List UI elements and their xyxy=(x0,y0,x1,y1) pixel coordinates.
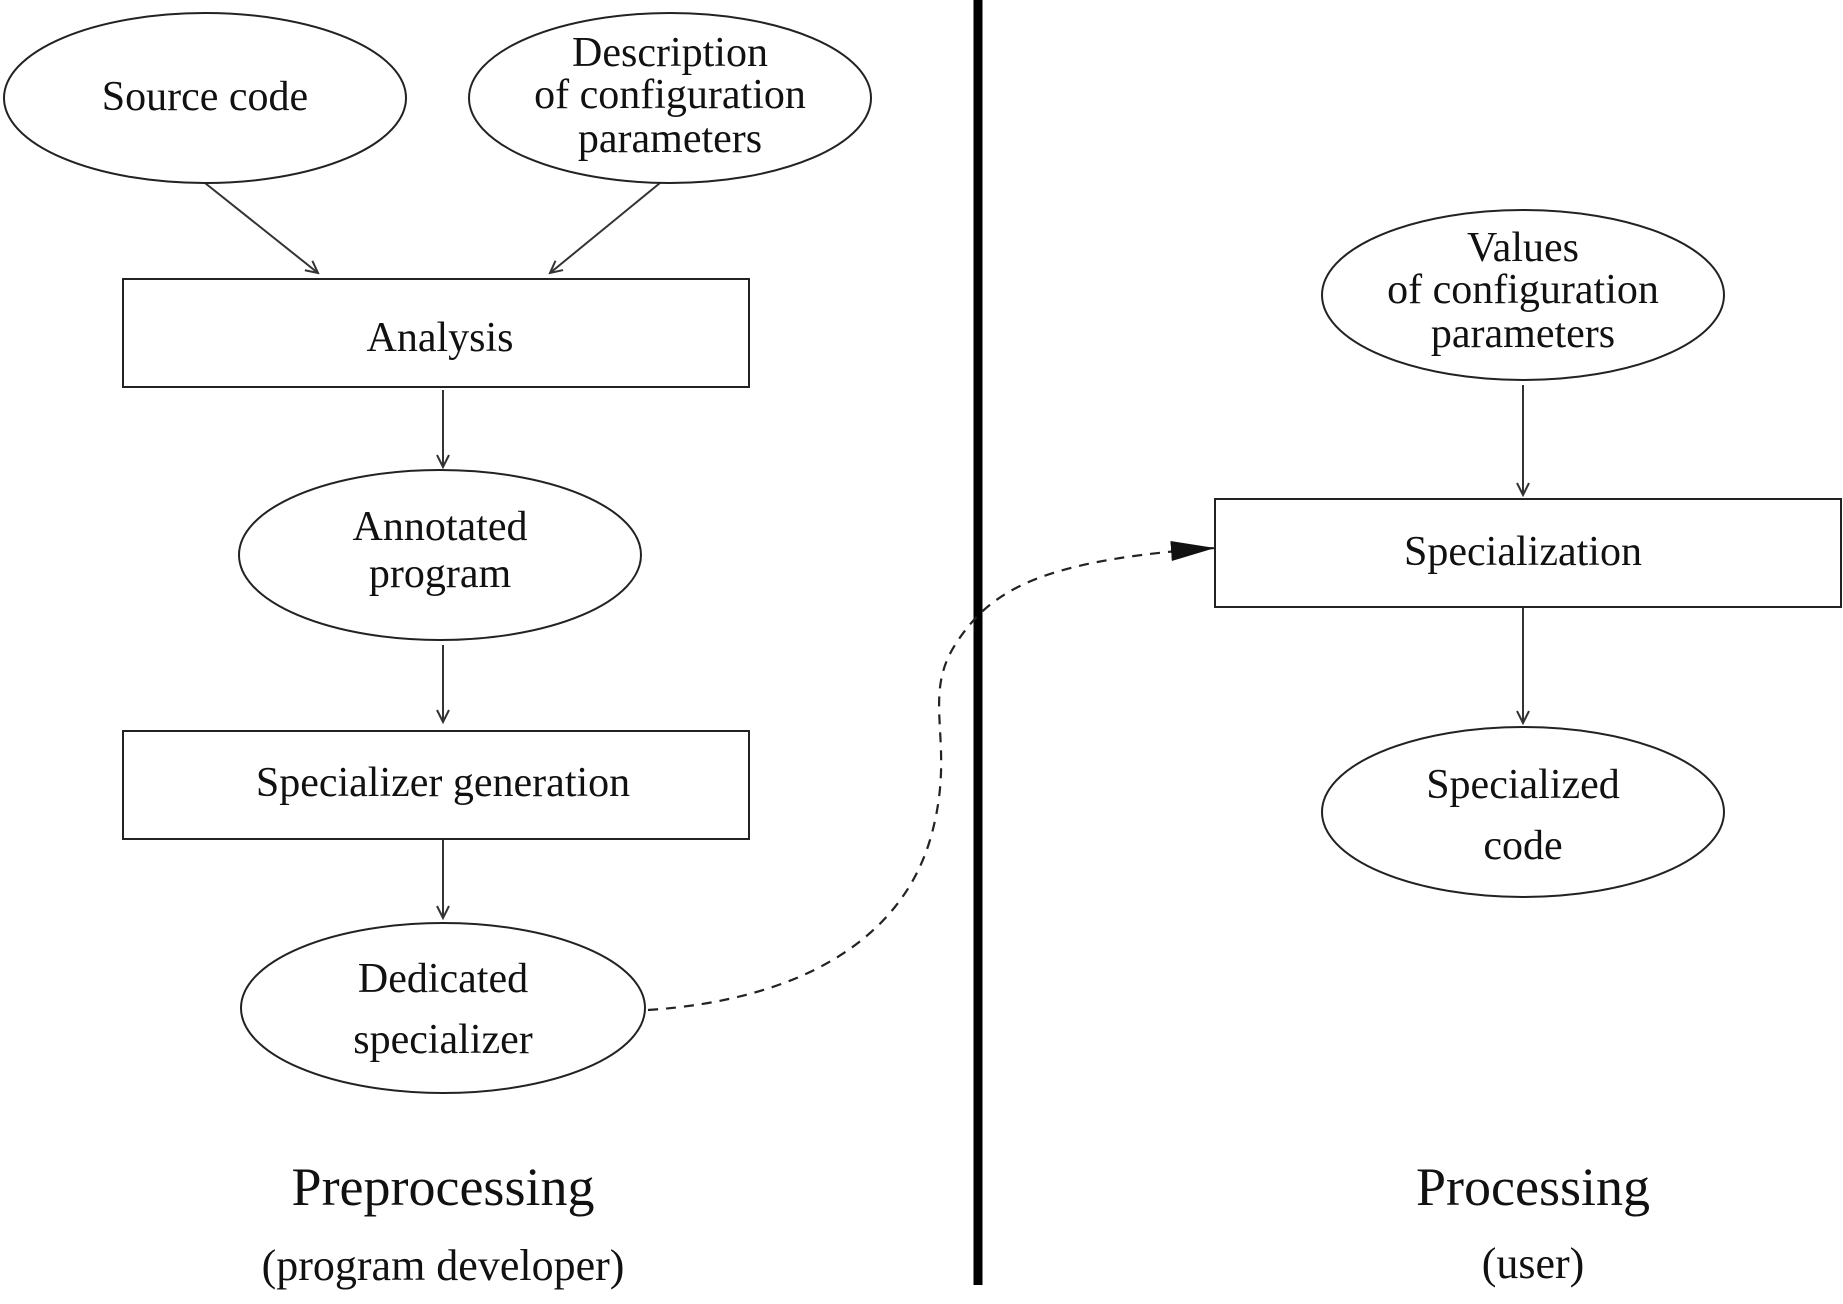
specializer-generation-label: Specializer generation xyxy=(256,760,630,806)
specialized-code-label-line-2: code xyxy=(1483,823,1562,869)
specialization-process xyxy=(1214,498,1842,608)
configuration-values-node xyxy=(1321,209,1725,381)
dedicated-specializer-node xyxy=(240,922,646,1094)
configuration-description-label-line-1: Description xyxy=(572,30,768,76)
specialized-code-label-line-1: Specialized xyxy=(1426,762,1620,808)
annotated-program-label-line-2: program xyxy=(369,551,512,597)
source-code-node xyxy=(3,12,407,184)
configuration-description-node xyxy=(468,12,872,184)
dedicated-specializer-label-line-2: specializer xyxy=(353,1017,533,1063)
edge-dedicated-to-specialization xyxy=(647,541,1216,1012)
source-code-label: Source code xyxy=(102,74,308,120)
configuration-description-label-line-3: parameters xyxy=(578,116,762,162)
configuration-values-label-line-3: parameters xyxy=(1431,311,1615,357)
specialized-code-node xyxy=(1321,726,1725,898)
analysis-process xyxy=(122,278,750,388)
annotated-program-node xyxy=(238,469,642,641)
processing-title: Processing xyxy=(1416,1157,1650,1217)
configuration-values-label-line-1: Values xyxy=(1467,225,1579,271)
annotated-program-label-line-1: Annotated xyxy=(353,504,528,550)
dedicated-specializer-label-line-1: Dedicated xyxy=(358,956,528,1002)
edge-description-to-analysis xyxy=(550,182,661,273)
configuration-values-label-line-2: of configuration xyxy=(1387,267,1659,313)
preprocessing-title: Preprocessing xyxy=(292,1157,595,1217)
analysis-label: Analysis xyxy=(367,315,514,361)
preprocessing-subtitle: (program developer) xyxy=(262,1241,625,1290)
edge-source-to-analysis xyxy=(204,182,318,273)
specializer-generation-process xyxy=(122,730,750,840)
specialization-label: Specialization xyxy=(1404,529,1642,575)
processing-subtitle: (user) xyxy=(1482,1239,1585,1288)
configuration-description-label-line-2: of configuration xyxy=(534,72,806,118)
